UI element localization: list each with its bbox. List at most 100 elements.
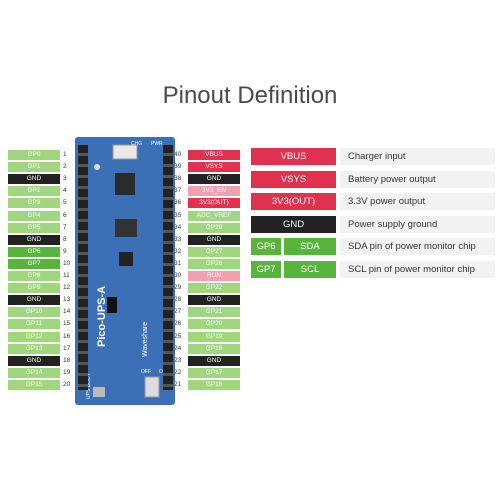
on-label: ON — [159, 369, 167, 375]
left-pin-number: 13 — [63, 296, 71, 304]
right-pin-number: 35 — [174, 211, 182, 219]
left-pin-header — [78, 145, 88, 390]
power-switch — [144, 376, 160, 398]
right-pin-number: 40 — [174, 151, 182, 158]
right-pin-number: 26 — [174, 320, 182, 328]
left-pin-label: GP7 — [8, 258, 60, 269]
ic-small — [107, 297, 117, 313]
left-pin-label: GP3 — [8, 198, 60, 209]
left-pin-label: GND — [8, 295, 60, 306]
legend-pin-label: GND — [251, 215, 336, 233]
right-pin-label: VBUS — [188, 150, 240, 160]
pwr-label: PWR — [151, 141, 163, 147]
right-pin-number: 31 — [174, 259, 182, 267]
left-pin-number: 5 — [63, 199, 67, 207]
left-pin-label: GP2 — [8, 186, 60, 197]
left-pin-label: GP0 — [8, 150, 60, 160]
legend-description: SDA pin of power monitor chip — [340, 238, 495, 255]
off-label: OFF — [141, 369, 151, 375]
left-pin-number: 8 — [63, 235, 67, 243]
right-pin-number: 21 — [174, 380, 182, 388]
right-pin-label: RUN — [188, 271, 240, 281]
battery-connector — [112, 144, 138, 160]
legend-pin-label: VBUS — [251, 148, 336, 165]
right-pin-number: 23 — [174, 356, 182, 364]
right-pin-label: GP27 — [188, 246, 240, 257]
right-pin-label: GND — [188, 355, 240, 366]
right-pin-label: GP17 — [188, 367, 240, 378]
left-pin-number: 4 — [63, 187, 67, 195]
right-pin-label: GND — [188, 295, 240, 306]
right-pin-number: 24 — [174, 344, 182, 352]
left-pin-number: 2 — [63, 163, 67, 171]
legend-description: 3.3V power output — [340, 193, 495, 210]
left-pin-number: 16 — [63, 332, 71, 340]
left-pin-number: 19 — [63, 368, 71, 376]
right-pin-label: GP19 — [188, 331, 240, 342]
right-pin-label: GND — [188, 234, 240, 245]
left-pin-label: GND — [8, 174, 60, 185]
left-pin-number: 18 — [63, 356, 71, 364]
left-pin-number: 9 — [63, 247, 67, 255]
right-pin-number: 34 — [174, 223, 182, 231]
right-pin-label: 3V3_EN — [188, 186, 240, 197]
left-pin-number: 3 — [63, 175, 67, 183]
right-pin-number: 25 — [174, 332, 182, 340]
left-pin-label: GP13 — [8, 343, 60, 354]
left-pin-label: GND — [8, 234, 60, 245]
page-title: Pinout Definition — [162, 82, 338, 109]
right-pin-label: ADC_VREF — [188, 210, 240, 221]
board-graphic: CHG PWR Pico-UPS-A Waveshare UPS BOOT OF… — [86, 141, 167, 399]
left-pin-number: 10 — [63, 259, 71, 267]
left-pin-label: GND — [8, 355, 60, 366]
left-pin-label: GP12 — [8, 331, 60, 342]
right-pin-number: 37 — [174, 187, 182, 195]
right-pin-number: 30 — [174, 272, 182, 279]
right-pin-number: 39 — [174, 163, 182, 171]
legend-function-label: SCL — [284, 260, 336, 278]
right-pin-label: GND — [188, 174, 240, 185]
right-pin-label: GP18 — [188, 343, 240, 354]
mount-hole-top — [94, 164, 100, 170]
right-pin-label: GP20 — [188, 319, 240, 330]
right-pin-label: VSYS — [188, 162, 240, 173]
legend-pin-label: 3V3(OUT) — [251, 193, 336, 210]
left-pin-label: GP9 — [8, 283, 60, 294]
inductor — [115, 219, 137, 237]
left-pin-label: GP14 — [8, 367, 60, 378]
charger-chip — [115, 173, 135, 195]
right-pin-label: GP16 — [188, 379, 240, 390]
right-pin-number: 36 — [174, 199, 182, 207]
left-pin-label: GP5 — [8, 222, 60, 233]
boot-button — [93, 387, 105, 397]
right-pin-number: 29 — [174, 284, 182, 292]
legend-pin-label: GP7 — [251, 260, 281, 278]
ups-boot-label: UPS BOOT — [86, 373, 92, 399]
right-pin-number: 22 — [174, 368, 182, 376]
right-pin-label: GP21 — [188, 307, 240, 318]
right-pin-number: 32 — [174, 247, 182, 255]
left-pin-label: GP1 — [8, 162, 60, 173]
right-pin-label: 3V3(OUT) — [188, 198, 240, 209]
left-pin-number: 11 — [63, 272, 70, 279]
legend-pin-label: GP6 — [251, 238, 281, 255]
left-pin-label: GP6 — [8, 246, 60, 257]
right-pin-number: 38 — [174, 175, 182, 183]
left-pin-number: 1 — [63, 151, 67, 158]
left-pin-number: 14 — [63, 308, 71, 316]
legend-description: Battery power output — [340, 170, 495, 188]
left-pin-number: 20 — [63, 380, 71, 388]
right-pin-number: 27 — [174, 308, 182, 316]
board-name: Pico-UPS-A — [96, 286, 108, 347]
left-pin-label: GP4 — [8, 210, 60, 221]
left-pin-label: GP15 — [8, 379, 60, 390]
power-monitor-chip — [119, 252, 133, 266]
left-pin-number: 7 — [63, 223, 67, 231]
left-pin-number: 15 — [63, 320, 71, 328]
legend-function-label: SDA — [284, 238, 336, 255]
left-pin-number: 6 — [63, 211, 67, 219]
legend-description: Power supply ground — [340, 215, 495, 233]
legend-description: SCL pin of power monitor chip — [340, 260, 495, 278]
legend-pin-label: VSYS — [251, 170, 336, 188]
chg-label: CHG — [131, 141, 142, 147]
